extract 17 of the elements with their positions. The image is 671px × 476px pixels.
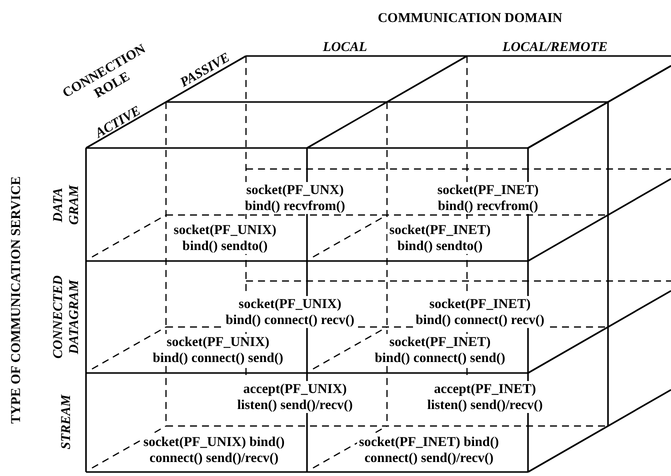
api-call-text: accept(PF_UNIX) listen() send()/recv() xyxy=(235,381,355,413)
api-call-text: socket(PF_UNIX) bind() connect() send()/recv() xyxy=(141,434,287,466)
api-call-text: socket(PF_INET) bind() recvfrom() xyxy=(435,182,541,214)
axis-value-label: LOCAL/REMOTE xyxy=(502,39,608,55)
api-call-text: socket(PF_INET) bind() connect() send()/recv() xyxy=(357,434,501,466)
axis-value-label: STREAM xyxy=(58,394,74,450)
api-call-text: socket(PF_INET) bind() connect() recv() xyxy=(414,296,546,328)
axis-value-label: LOCAL xyxy=(322,39,368,55)
axis-title: COMMUNICATION DOMAIN xyxy=(378,10,562,26)
api-call-text: accept(PF_INET) listen() send()/recv() xyxy=(425,381,545,413)
api-call-text: socket(PF_INET) bind() sendto() xyxy=(387,222,493,254)
api-call-text: socket(PF_INET) bind() connect() send() xyxy=(372,334,508,366)
api-call-text: socket(PF_UNIX) bind() connect() send() xyxy=(150,334,286,366)
api-call-text: socket(PF_UNIX) bind() connect() recv() xyxy=(224,296,356,328)
api-call-text: socket(PF_UNX) bind() recvfrom() xyxy=(242,182,348,214)
api-call-text: socket(PF_UNIX) bind() sendto() xyxy=(172,222,278,254)
axis-title: TYPE OF COMMUNICATION SERVICE xyxy=(8,176,24,424)
